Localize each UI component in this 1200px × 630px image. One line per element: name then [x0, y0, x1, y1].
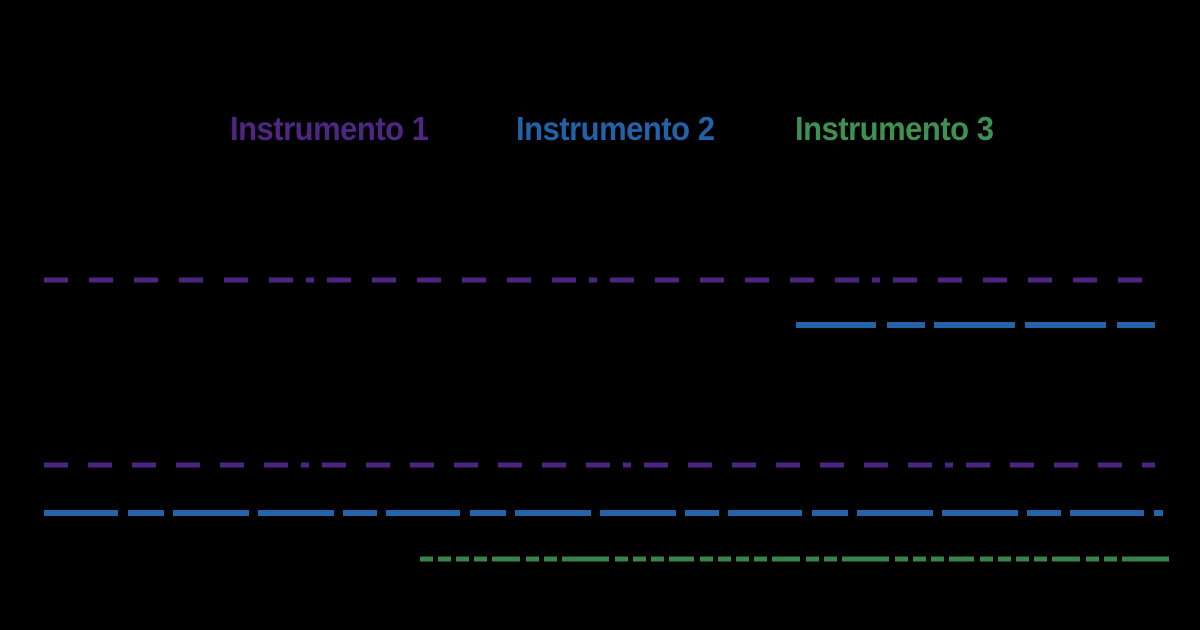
- legend-item-instrument-1: Instrumento 1: [230, 110, 429, 148]
- legend-item-instrument-3: Instrumento 3: [795, 110, 994, 148]
- legend: Instrumento 1 Instrumento 2 Instrumento …: [0, 110, 1200, 150]
- legend-item-instrument-2: Instrumento 2: [516, 110, 715, 148]
